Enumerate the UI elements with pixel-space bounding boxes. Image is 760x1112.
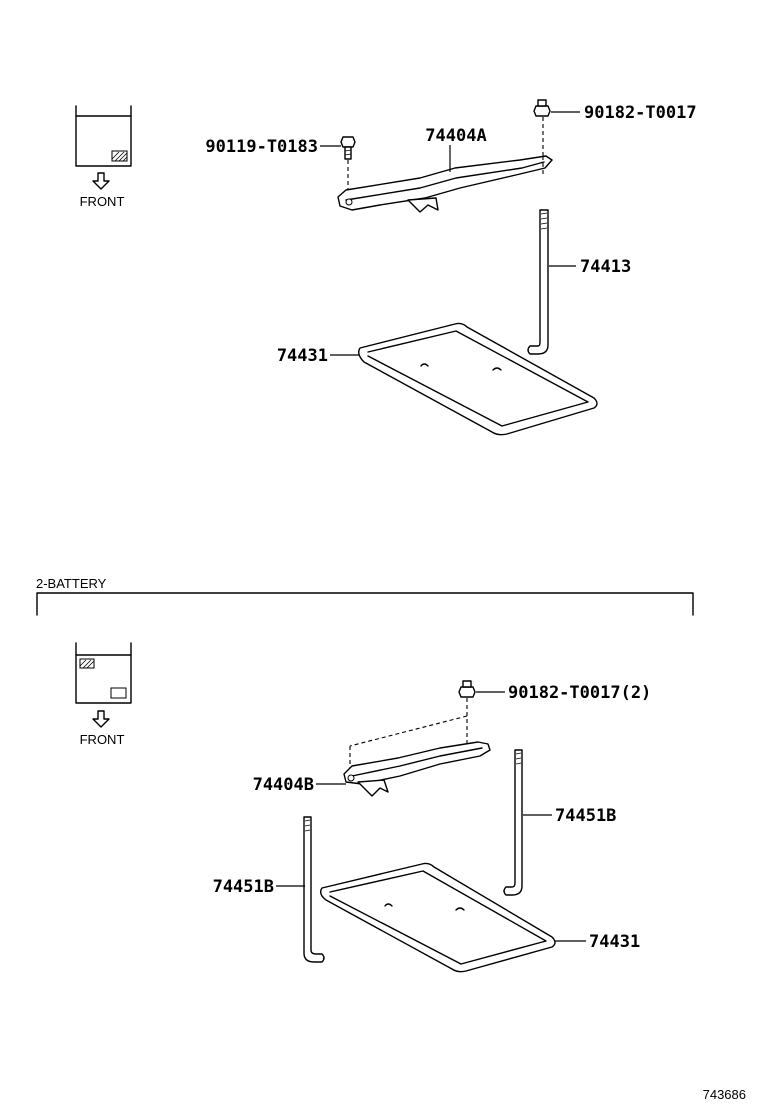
bottom-rod-right-icon — [503, 749, 523, 896]
top-rod-icon — [527, 209, 549, 355]
top-tray-icon — [357, 322, 598, 436]
top-front-label: FRONT — [80, 194, 125, 209]
top-clamp-part-number: 74404A — [425, 126, 486, 146]
bottom-front-label: FRONT — [80, 732, 125, 747]
bottom-tray-icon — [319, 862, 556, 973]
bottom-rod-left-icon — [303, 816, 325, 963]
top-nut-part-number: 90182-T0017 — [584, 103, 697, 123]
section-title: 2-BATTERY — [36, 576, 107, 591]
top-tray-part-number: 74431 — [277, 346, 328, 366]
top-bolt-icon — [340, 136, 356, 196]
section-bracket — [36, 592, 694, 616]
bottom-rod-right-part-number: 74451B — [555, 806, 616, 826]
top-front-arrow-icon — [92, 172, 110, 190]
top-bolt-part-number: 90119-T0183 — [205, 137, 318, 157]
bottom-nut-part-number: 90182-T0017(2) — [508, 683, 651, 703]
top-rod-part-number: 74413 — [580, 257, 631, 277]
bottom-front-arrow-icon — [92, 710, 110, 728]
top-clamp-icon — [337, 145, 553, 213]
bottom-clamp-icon — [343, 741, 491, 797]
bottom-clamp-part-number: 74404B — [253, 775, 314, 795]
bottom-rod-left-part-number: 74451B — [213, 877, 274, 897]
diagram-id: 743686 — [703, 1087, 746, 1102]
bottom-location-icon — [75, 642, 132, 704]
bottom-tray-part-number: 74431 — [589, 932, 640, 952]
top-location-icon — [75, 105, 132, 167]
top-nut-icon — [533, 99, 551, 156]
